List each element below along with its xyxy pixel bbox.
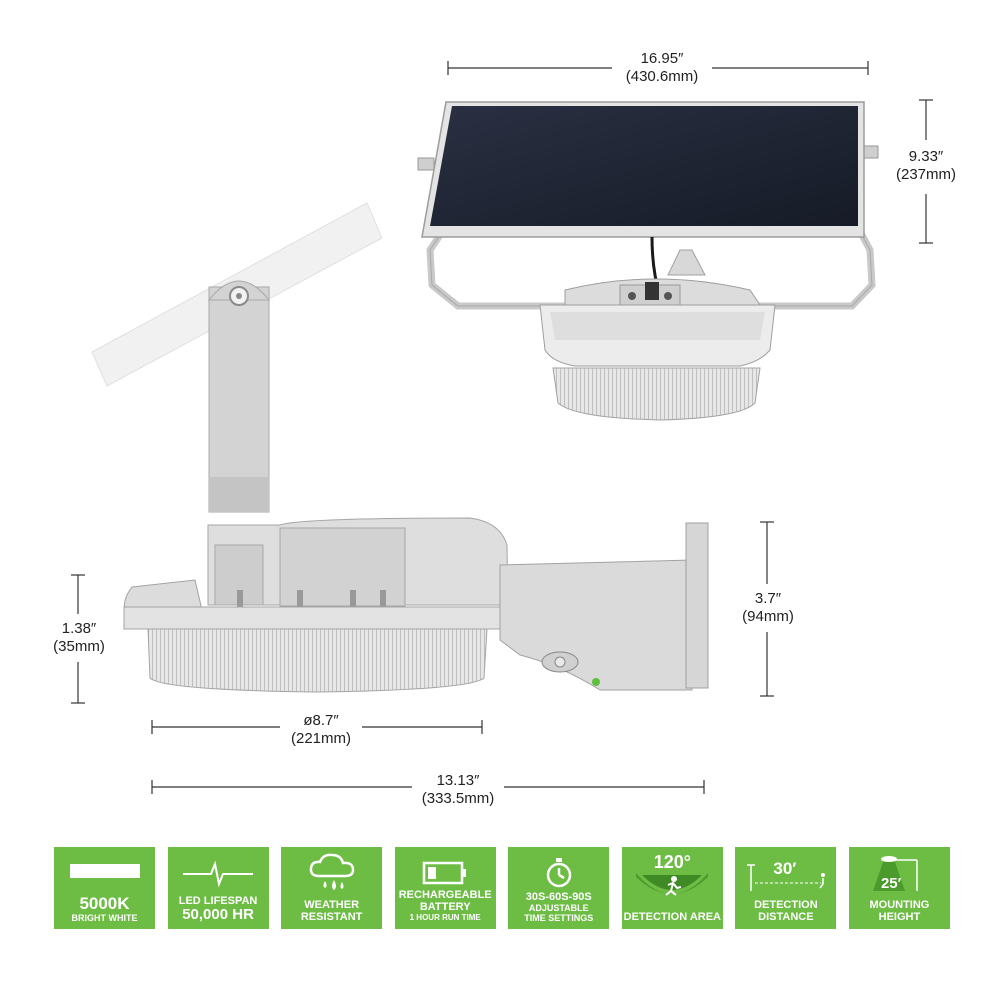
badge-color-temperature: 5000K BRIGHT WHITE [54, 847, 155, 929]
badge-text-battery: BATTERY [419, 901, 471, 913]
badge-text-30-feet: 30′ [773, 859, 797, 878]
badge-weather-resistant: WEATHER RESISTANT [281, 847, 383, 929]
badge-text-30s-60s-90s: 30S-60S-90S [525, 891, 592, 903]
badge-text-120-degree: 120° [653, 852, 691, 872]
dimension-label-panel-width: 16.95″(430.6mm) [625, 50, 699, 85]
led-pulse-icon [168, 853, 269, 893]
badge-time-settings: 30S-60S-90S ADJUSTABLE TIME SETTINGS [508, 847, 610, 929]
badge-text-resistant: RESISTANT [300, 911, 363, 923]
badge-detection-distance: 30′ DETECTION DISTANCE [735, 847, 837, 929]
badge-text-detection: DETECTION [754, 899, 818, 911]
product-drawing [71, 61, 933, 794]
light-fixture-side-view [91, 202, 709, 693]
badge-text-time-settings: TIME SETTINGS [524, 913, 594, 923]
badge-text-run-time: 1 HOUR RUN TIME [409, 913, 481, 922]
color-temperature-bar-icon [54, 853, 155, 893]
dimension-label-body-height: 3.7″(94mm) [742, 590, 794, 625]
dimension-label-total-length: 13.13″(333.5mm) [421, 772, 495, 807]
badge-text-distance: DISTANCE [758, 911, 814, 923]
mounting-height-icon [849, 853, 950, 893]
dimension-line-panel-height [919, 99, 933, 244]
dimension-label-panel-height: 9.33″(237mm) [895, 148, 956, 183]
dimension-line-panel-width [447, 61, 869, 75]
feature-badges: 5000K BRIGHT WHITE LED LIFESPAN 50,000 h… [54, 847, 950, 929]
dimension-label-diameter: ø8.7″(221mm) [290, 712, 351, 747]
stopwatch-icon [508, 853, 609, 893]
running-person-icon [622, 871, 723, 907]
badge-detection-area: 120° DETECTION AREA [621, 847, 723, 929]
badge-text-25-feet: 25′ [880, 875, 902, 892]
badge-text-50000-hr: 50,000 hr [182, 906, 254, 923]
dimension-line-total-length [151, 780, 705, 794]
badge-rechargeable-battery: RECHARGEABLE BATTERY 1 HOUR RUN TIME [394, 847, 496, 929]
badge-text-adjustable: ADJUSTABLE [528, 903, 589, 913]
dimension-line-body-height [760, 521, 774, 697]
badge-mounting-height: 25′ MOUNTING HEIGHT [848, 847, 950, 929]
badge-text-weather: WEATHER [304, 899, 360, 911]
dimension-line-diameter [151, 720, 483, 734]
dimension-line-lens-height [71, 574, 85, 704]
detection-distance-icon [735, 853, 836, 893]
badge-text-5000k: 5000K [79, 894, 130, 913]
badge-text-mounting: MOUNTING [869, 899, 930, 911]
solar-panel-assembly [417, 101, 879, 421]
rain-cloud-icon [281, 853, 382, 893]
badge-text-led-lifespan: LED LIFESPAN [178, 895, 258, 907]
badge-text-bright-white: BRIGHT WHITE [71, 913, 138, 923]
dimension-label-lens-height: 1.38″(35mm) [53, 620, 105, 655]
badge-text-rechargeable: RECHARGEABLE [398, 889, 492, 901]
badge-text-detection-area: DETECTION AREA [623, 911, 721, 923]
badge-led-lifespan: LED LIFESPAN 50,000 hr [167, 847, 269, 929]
badge-text-height: HEIGHT [878, 911, 921, 923]
battery-icon [395, 853, 496, 893]
